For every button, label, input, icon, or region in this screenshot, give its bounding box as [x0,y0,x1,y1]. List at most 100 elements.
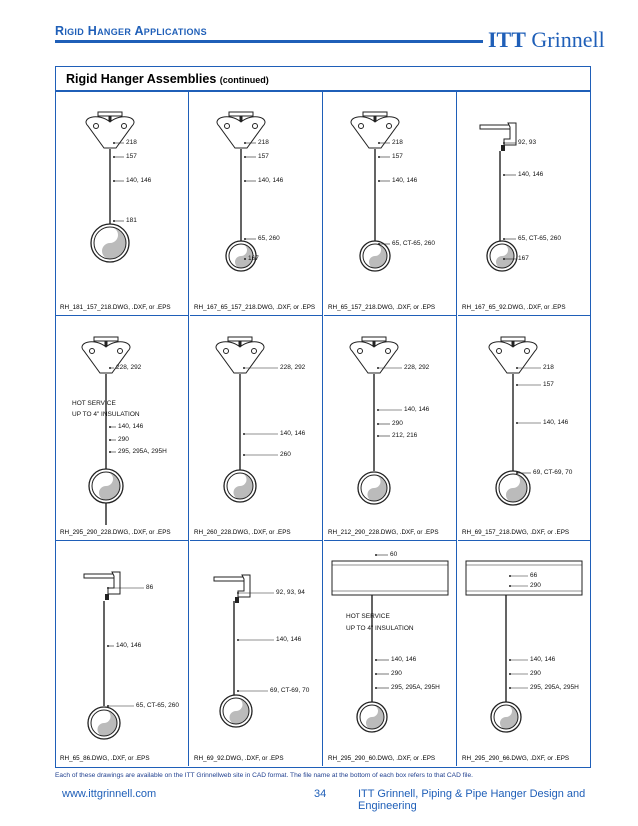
part-number-callout: 140, 146 [543,419,569,426]
leader-dot [109,439,111,441]
part-number-callout: 218 [543,364,554,371]
hanger-assembly-drawing [331,554,449,733]
leader-dot [516,367,518,369]
leader-dot [109,426,111,428]
part-number-callout: 290 [530,670,541,677]
hanger-assembly-drawing [465,560,583,733]
part-number-callout: 290 [530,582,541,589]
pipe-ring-drawing [359,240,391,272]
leader-dot [237,639,239,641]
cad-file-name: RH_260_228.DWG, .DXF, or .EPS [194,529,291,536]
cad-file-name: RH_167_65_157_218.DWG, .DXF, or .EPS [194,304,316,311]
c-clamp-drawing [479,122,517,151]
part-number-callout: 157 [126,153,137,160]
part-number-callout: 295, 295A, 295H [118,448,167,455]
beam-clamp-drawing [81,336,131,374]
leader-dot [244,238,246,240]
leader-dot [243,454,245,456]
part-number-callout: 140, 146 [392,177,418,184]
pipe-ring-drawing [90,223,130,263]
hanger-assembly-drawing [488,336,541,506]
cad-file-name: RH_295_290_60.DWG, .DXF, or .EPS [328,755,436,762]
part-number-callout: 92, 93, 94 [276,589,305,596]
part-number-callout: 140, 146 [118,423,144,430]
section-title: Rigid Hanger Applications [55,24,207,38]
cad-file-name: RH_65_157_218.DWG, .DXF, or .EPS [328,304,436,311]
leader-dot [516,472,518,474]
channel-beam-drawing [331,560,449,596]
leader-dot [113,156,115,158]
leader-dot [509,673,511,675]
cad-file-name: RH_65_86.DWG, .DXF, or .EPS [60,755,150,762]
panel-title-text: Rigid Hanger Assemblies [66,72,217,86]
part-number-callout: 140, 146 [404,406,430,413]
hanger-assembly-drawing [213,574,274,728]
leader-dot [509,585,511,587]
pipe-ring-drawing [88,468,124,504]
leader-dot [509,659,511,661]
pipe-ring-drawing [225,240,257,272]
part-number-callout: 86 [146,584,154,591]
part-number-callout: 167 [248,255,259,262]
beam-clamp-drawing [216,111,266,149]
part-number-callout: 228, 292 [116,364,142,371]
hanger-assembly-drawing [216,111,266,272]
beam-clamp-drawing [488,336,538,374]
leader-dot [109,367,111,369]
leader-dot [244,180,246,182]
part-number-callout: 69, CT-69, 70 [533,469,573,476]
part-number-callout: 69, CT-69, 70 [270,687,310,694]
part-number-callout: 140, 146 [276,636,302,643]
part-number-callout: 157 [543,381,554,388]
hot-service-note: HOT SERVICE [72,400,116,407]
footer-company: ITT Grinnell, Piping & Pipe Hanger Desig… [358,788,586,812]
brand-regular: Grinnell [531,27,605,52]
page-number: 34 [314,788,327,800]
leader-dot [377,423,379,425]
pipe-ring-drawing [219,694,253,728]
channel-beam-drawing [465,560,583,596]
part-number-callout: 66 [530,572,538,579]
pipe-ring-drawing [495,470,531,506]
leader-dot [503,258,505,260]
part-number-callout: 140, 146 [530,656,556,663]
leader-dot [107,645,109,647]
leader-dot [244,258,246,260]
cad-file-name: RH_167_65_92.DWG, .DXF, or .EPS [462,304,566,311]
part-number-callout: 295, 295A, 295H [391,684,440,691]
part-number-callout: 218 [258,139,269,146]
cad-file-name: RH_212_290_228.DWG, .DXF, or .EPS [328,529,439,536]
c-clamp-drawing [83,571,121,600]
part-number-callout: 212, 216 [392,432,418,439]
leader-dot [377,435,379,437]
cad-file-name: RH_181_157_218.DWG, .DXF, or .EPS [60,304,171,311]
leader-dot [113,142,115,144]
leader-dot [509,575,511,577]
leader-dot [516,384,518,386]
part-number-callout: 228, 292 [404,364,430,371]
part-number-callout: 65, CT-65, 260 [518,235,561,242]
leader-dot [244,142,246,144]
leader-dot [243,367,245,369]
leader-dot [503,238,505,240]
hanger-assembly-drawing [81,336,131,525]
leader-dot [113,220,115,222]
leader-dot [237,592,239,594]
part-number-callout: 218 [392,139,403,146]
footer-url-link[interactable]: www.ittgrinnell.com [62,788,157,800]
hanger-assembly-drawing [215,336,278,503]
part-number-callout: 290 [118,436,129,443]
leader-dot [378,243,380,245]
part-number-callout: 295, 295A, 295H [530,684,579,691]
beam-clamp-drawing [85,111,135,149]
